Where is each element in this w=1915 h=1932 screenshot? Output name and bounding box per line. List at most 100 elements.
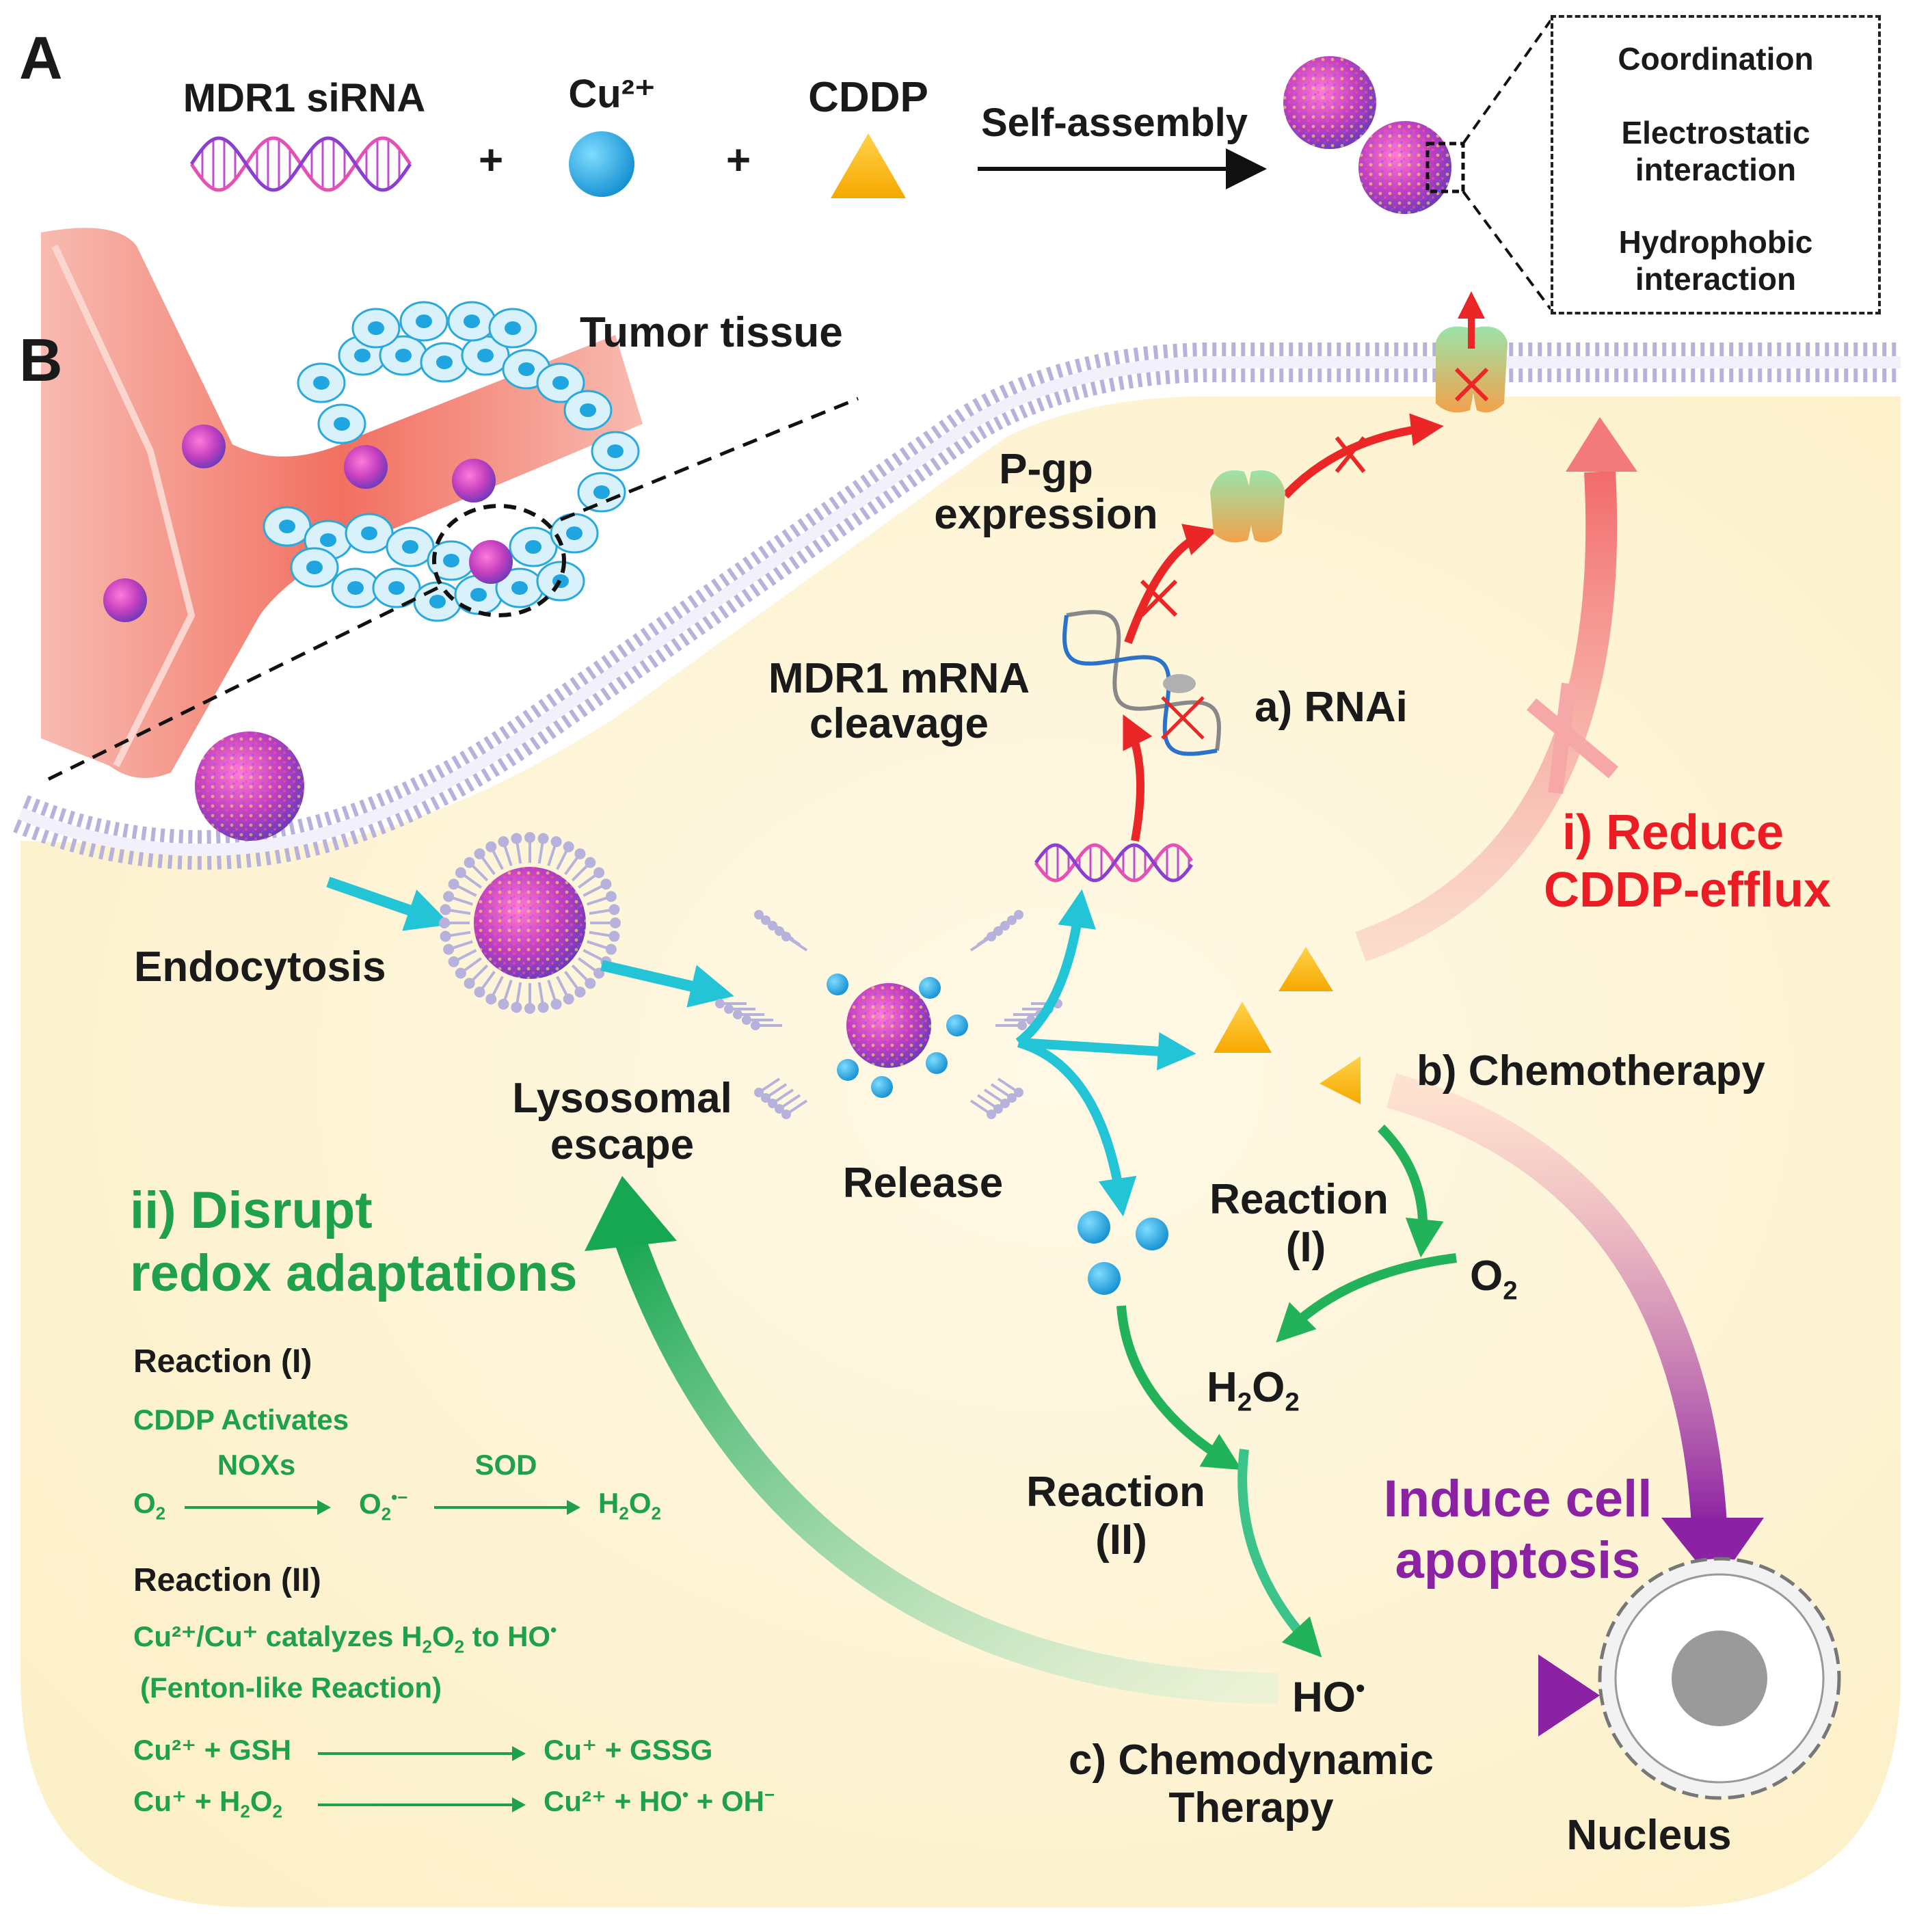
pgp-membrane	[1436, 291, 1508, 413]
induce-apoptosis-label-1: Induce cell	[1383, 1470, 1652, 1528]
release-arrow-sirna	[1015, 889, 1096, 1047]
eq4-left-a: Cu⁺ + H	[133, 1785, 241, 1817]
pgp-cytosolic	[1210, 470, 1285, 543]
cddp-released-3	[1320, 1056, 1361, 1104]
electrostatic-label-2: interaction	[1635, 152, 1797, 187]
eq1-arrow-1	[185, 1500, 331, 1515]
hydrophobic-label-1: Hydrophobic	[1618, 224, 1813, 260]
lysosomal-escape-label-2: escape	[550, 1121, 695, 1168]
r2-desc-c: to HO	[464, 1620, 551, 1652]
copper-ion-sphere	[569, 131, 634, 197]
release-arrow-cddp	[1018, 1032, 1196, 1071]
nanoparticle-pair	[1283, 19, 1552, 310]
h2o2-o: O	[1252, 1364, 1285, 1411]
disrupt-redox-arrowhead	[585, 1176, 677, 1251]
chemotherapy-label: b) Chemotherapy	[1417, 1047, 1765, 1095]
r2-desc-a: Cu²⁺/Cu⁺ catalyzes H	[133, 1620, 423, 1652]
reaction2-label-2: (II)	[1095, 1516, 1147, 1564]
disrupt-label-2: redox adaptations	[130, 1244, 578, 1302]
nucleus-label: Nucleus	[1566, 1812, 1732, 1859]
sirna-helix	[189, 136, 412, 192]
eq1-h2o2: H2O2	[598, 1487, 661, 1524]
h2o2-h: H	[1207, 1364, 1237, 1411]
mrna-helix	[1062, 610, 1221, 756]
cdt-label-2: Therapy	[1168, 1784, 1334, 1832]
tumor-zoom-circle	[432, 504, 566, 617]
eq1-superoxide: O2•−	[359, 1487, 407, 1525]
legend-equation-4: Cu⁺ + H2O2 Cu²⁺ + HO• + OH−	[133, 1784, 775, 1822]
eq4-minus: −	[764, 1784, 775, 1805]
endocytosis-label: Endocytosis	[134, 943, 386, 991]
reaction1-arrow-cddp-o2	[1378, 1125, 1444, 1258]
plus-sign-2: +	[726, 137, 751, 184]
eq1-catalyst-noxs: NOXs	[217, 1449, 296, 1481]
legend-reaction2-title: Reaction (II)	[133, 1562, 321, 1598]
h2o2-sub1: 2	[1237, 1387, 1253, 1417]
ho-symbol: HO	[1292, 1674, 1356, 1721]
r2-desc-b: O	[431, 1620, 455, 1652]
eq4-right-b: + OH	[688, 1785, 765, 1817]
eq1-sup-sup: •−	[391, 1487, 408, 1507]
eq1-sup-sub: 2	[381, 1503, 392, 1525]
reaction1-label-1: Reaction	[1209, 1176, 1389, 1223]
eq1-arrow-2	[434, 1500, 580, 1515]
disrupt-redox-arc	[614, 1232, 1279, 1704]
h2o2-to-ho-arrow	[1237, 1449, 1322, 1658]
eq1-catalyst-sod: SOD	[474, 1449, 537, 1481]
tumor-tissue-label: Tumor tissue	[580, 309, 843, 356]
self-assembly-label: Self-assembly	[980, 100, 1248, 145]
eq4-sub1: 2	[240, 1801, 250, 1822]
r2-desc-sub1: 2	[422, 1636, 432, 1657]
cddp-released-2	[1214, 1002, 1272, 1053]
coordination-label: Coordination	[1618, 41, 1814, 77]
mrna-to-pgp-arrow	[1124, 524, 1218, 645]
lysosomal-escape-arrow	[600, 960, 734, 1008]
pgp-label-2: expression	[934, 491, 1158, 538]
cytoplasm	[21, 397, 1901, 1907]
plus-sign-1: +	[479, 137, 504, 184]
eq3-arrow	[318, 1746, 526, 1761]
induce-apoptosis-label-2: apoptosis	[1395, 1531, 1641, 1589]
block-crosses	[1140, 436, 1366, 617]
o2-subscript: 2	[1503, 1276, 1518, 1306]
released-copper-ions	[1077, 1211, 1168, 1295]
mrna-cleavage-label-2: cleavage	[809, 700, 989, 747]
release-arrow-copper	[1017, 1038, 1137, 1217]
eq4-right: Cu²⁺ + HO• + OH−	[544, 1784, 775, 1818]
mrna-cleavage-label-1: MDR1 mRNA	[768, 655, 1030, 702]
o2-label: O2	[1470, 1252, 1518, 1305]
eq1-o: O	[628, 1487, 652, 1519]
released-sirna	[1034, 843, 1194, 883]
eq3-right: Cu⁺ + GSSG	[544, 1734, 713, 1766]
cddp-label: CDDP	[808, 74, 928, 121]
copper-to-reaction2-arrow	[1116, 1305, 1242, 1471]
eq1-h-sub2: 2	[651, 1503, 661, 1524]
eq4-sub2: 2	[272, 1801, 282, 1822]
release-label: Release	[842, 1159, 1004, 1207]
h2o2-label: H2O2	[1207, 1364, 1300, 1417]
rnai-label: a) RNAi	[1255, 684, 1408, 731]
rnai-arrow	[1123, 714, 1153, 842]
legend-equation-3: Cu²⁺ + GSH Cu⁺ + GSSG	[133, 1733, 712, 1767]
electrostatic-label-1: Electrostatic	[1621, 115, 1810, 150]
r2-desc-sub2: 2	[454, 1636, 465, 1657]
cddp-released-1	[1278, 947, 1333, 991]
eq4-left-b: O	[250, 1785, 273, 1817]
hydroxyl-radical-label: HO•	[1292, 1674, 1365, 1721]
interaction-box: Coordination Electrostatic interaction H…	[1551, 15, 1881, 314]
vessel-nanoparticles	[103, 425, 513, 622]
o2-symbol: O	[1470, 1252, 1503, 1300]
chemotherapy-arc	[1386, 1073, 1727, 1526]
eq4-dot: •	[682, 1784, 689, 1805]
blood-vessel	[41, 228, 643, 778]
panel-a-label: A	[19, 24, 63, 92]
cdt-label-1: c) Chemodynamic	[1068, 1736, 1434, 1784]
chemotherapy-arrowhead	[1661, 1518, 1764, 1586]
eq1-h-sub1: 2	[619, 1503, 629, 1524]
eq1-o2-sub: 2	[155, 1503, 166, 1524]
nucleus	[1598, 1557, 1841, 1800]
release-particle	[715, 910, 1062, 1119]
reduce-efflux-label-1: i) Reduce	[1562, 805, 1784, 860]
reaction2-label-1: Reaction	[1026, 1468, 1205, 1516]
